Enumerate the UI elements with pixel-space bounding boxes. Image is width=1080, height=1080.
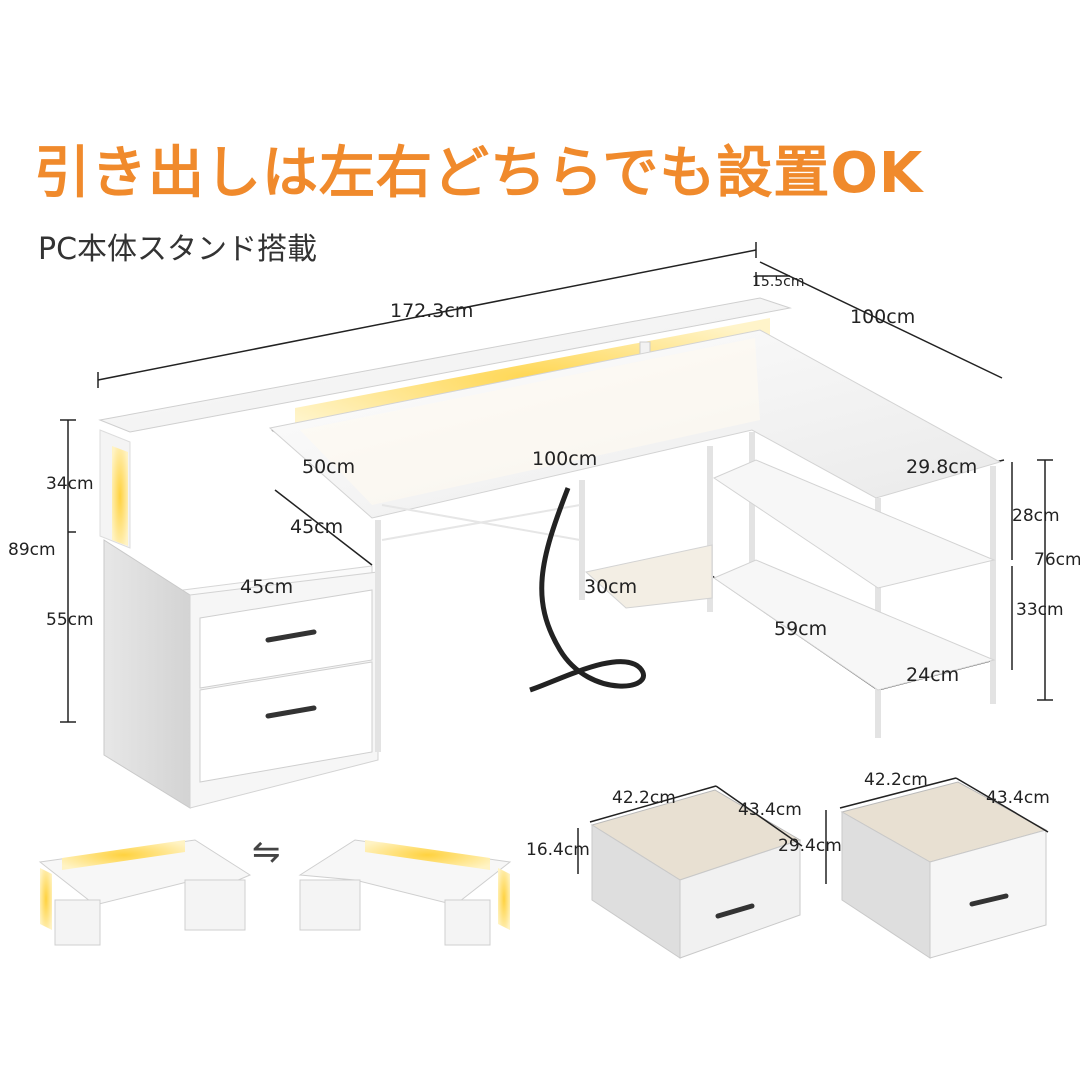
hutch-top (98, 297, 792, 433)
small-drawer-depth: 43.4cm (738, 800, 802, 820)
dim-stand-depth: 30cm (584, 576, 638, 598)
dim-shelf-total-height: 76cm (1034, 550, 1080, 570)
dim-stand-width: 45cm (290, 516, 344, 538)
dim-side-length: 100cm (850, 306, 916, 328)
small-drawer-width: 42.2cm (612, 788, 676, 808)
dim-shelf-width: 24cm (906, 664, 960, 686)
dim-hutch-depth: 15.5cm (752, 274, 805, 290)
drawer-upper-handle (265, 629, 317, 643)
subhead: PC本体スタンド搭載 (38, 232, 318, 267)
headline: 引き出しは左右どちらでも設置OK (34, 141, 924, 206)
large-drawer-height: 29.4cm (778, 836, 842, 856)
large-drawer-depth: 43.4cm (986, 788, 1050, 808)
shelf-lower (712, 559, 996, 691)
dim-shelf-depth: 29.8cm (906, 456, 978, 478)
power-cable (529, 487, 646, 693)
dim-left-depth: 50cm (302, 456, 356, 478)
swap-icon: ⇋ (252, 832, 281, 872)
dim-total-width: 172.3cm (390, 300, 474, 322)
drawer-lower-handle (265, 705, 317, 719)
dim-shelf-bottom-gap: 33cm (1016, 600, 1064, 620)
small-drawer-height: 16.4cm (526, 840, 590, 860)
mini-desk-right (298, 839, 512, 946)
dim-main-width: 100cm (532, 448, 598, 470)
drawer-lower (199, 661, 373, 783)
dim-desk-height: 55cm (46, 610, 94, 630)
dim-cabinet-width: 45cm (240, 576, 294, 598)
mini-desk-left (38, 839, 252, 946)
dim-shelf-top-gap: 28cm (1012, 506, 1060, 526)
dim-total-height: 89cm (8, 540, 56, 560)
stand-shelf (584, 544, 713, 609)
large-drawer-width: 42.2cm (864, 770, 928, 790)
cabinet-side (103, 539, 191, 809)
dim-hutch-height: 34cm (46, 474, 94, 494)
shelf-upper (712, 459, 996, 589)
dim-shelf-length: 59cm (774, 618, 828, 640)
